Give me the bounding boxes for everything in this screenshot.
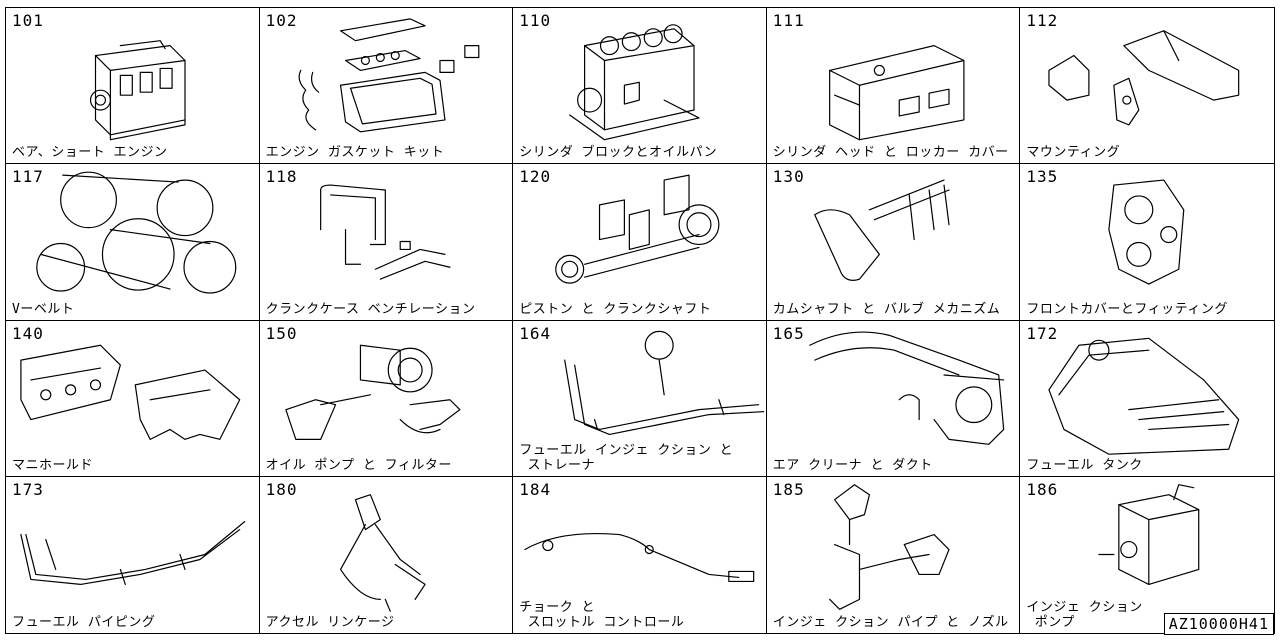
catalog-code: AZ10000H41 bbox=[1163, 613, 1274, 635]
manifold-icon bbox=[20, 344, 241, 440]
part-label: フューエル インジェ クション と ストレーナ bbox=[519, 442, 734, 473]
fuel-injection-strainer-icon bbox=[564, 330, 765, 435]
part-code: 102 bbox=[265, 11, 298, 30]
part-code: 118 bbox=[265, 167, 298, 187]
part-code: 185 bbox=[772, 479, 805, 499]
fuel-tank-icon bbox=[1048, 337, 1240, 455]
part-label: クランクケース ベンチレーション bbox=[265, 301, 476, 317]
part-code: 165 bbox=[772, 323, 805, 343]
accelerator-linkage-icon bbox=[339, 493, 426, 612]
part-label: ピストン と クランクシャフト bbox=[519, 301, 712, 317]
injection-nozzle-icon bbox=[828, 483, 950, 610]
part-code: 101 bbox=[12, 11, 44, 30]
part-cell-102[interactable]: 102 エンジン ガスケット キット bbox=[259, 8, 514, 165]
part-cell-135[interactable]: 135 フロントカバーとフィッティング bbox=[1020, 164, 1274, 321]
part-label: チョーク と スロットル コントロール bbox=[519, 600, 685, 630]
part-cell-150[interactable]: 150 オイル ポンプ と フィルター bbox=[259, 320, 514, 477]
part-cell-120[interactable]: 120 ピストン と クランクシャフト bbox=[513, 164, 767, 321]
cylinder-block-icon bbox=[569, 24, 700, 141]
part-code: 111 bbox=[772, 11, 805, 30]
part-cell-165[interactable]: 165 エア クリーナ と ダクト bbox=[766, 320, 1021, 477]
part-label: アクセル リンケージ bbox=[265, 615, 395, 630]
part-code: 172 bbox=[1026, 323, 1059, 343]
part-code: 112 bbox=[1026, 11, 1059, 30]
part-cell-173[interactable]: 173 フューエル パイピング bbox=[6, 476, 260, 633]
crankcase-ventilation-icon bbox=[319, 184, 451, 280]
part-cell-185[interactable]: 185 インジェ クション パイプ と ノズル bbox=[767, 476, 1021, 633]
part-code: 110 bbox=[519, 11, 552, 30]
part-cell-112[interactable]: 112 マウンティング bbox=[1020, 8, 1274, 165]
part-cell-172[interactable]: 172 フューエル タンク bbox=[1020, 321, 1274, 477]
part-label: シリンダ ブロックとオイルパン bbox=[519, 145, 718, 161]
part-label: エンジン ガスケット キット bbox=[265, 145, 445, 161]
part-cell-184[interactable]: 184 チョーク と スロットル コントロール bbox=[513, 476, 767, 633]
part-label: ベア、ショート エンジン bbox=[12, 145, 168, 161]
part-label: フロントカバーとフィッティング bbox=[1026, 301, 1228, 317]
cylinder-head-icon bbox=[828, 45, 965, 141]
part-cell-118[interactable]: 118 クランクケース ベンチレーション bbox=[259, 164, 514, 321]
part-label: エア クリーナ と ダクト bbox=[772, 457, 933, 473]
part-code: 120 bbox=[519, 167, 552, 187]
gasket-kit-icon bbox=[298, 18, 479, 133]
part-label: Vーベルト bbox=[12, 301, 75, 317]
part-label: フューエル パイピング bbox=[12, 615, 156, 630]
part-cell-164[interactable]: 164 フューエル インジェ クション と ストレーナ bbox=[513, 320, 767, 477]
part-code: 150 bbox=[265, 323, 298, 343]
part-label: オイル ポンプ と フィルター bbox=[265, 457, 452, 473]
part-label: インジェ クション ポンプ bbox=[1026, 600, 1143, 630]
part-cell-186[interactable]: 186 インジェ クション ポンプ bbox=[1020, 477, 1274, 633]
part-label: マウンティング bbox=[1026, 145, 1121, 161]
part-code: 164 bbox=[519, 323, 552, 343]
part-cell-180[interactable]: 180 アクセル リンケージ bbox=[260, 476, 514, 633]
parts-grid: 101 ベア、ショート エンジン 102 エンジン ガスケット キット 110 シリンダ … bbox=[5, 7, 1275, 634]
part-label: カムシャフト と バルブ メカニズム bbox=[772, 301, 1001, 317]
camshaft-valve-icon bbox=[813, 179, 950, 282]
part-label: フューエル タンク bbox=[1026, 457, 1143, 473]
part-cell-101[interactable]: 101 ベア、ショート エンジン bbox=[6, 8, 260, 165]
part-code: 117 bbox=[12, 167, 44, 187]
part-code: 180 bbox=[265, 479, 298, 499]
piston-crankshaft-icon bbox=[555, 174, 720, 284]
choke-throttle-icon bbox=[524, 532, 755, 582]
injection-pump-icon bbox=[1098, 483, 1200, 585]
part-cell-110[interactable]: 110 シリンダ ブロックとオイルパン bbox=[513, 8, 767, 165]
part-code: 130 bbox=[772, 167, 805, 187]
part-cell-111[interactable]: 111 シリンダ ヘッド と ロッカー カバー bbox=[766, 8, 1021, 165]
part-code: 135 bbox=[1026, 167, 1059, 187]
part-code: 173 bbox=[12, 479, 44, 499]
part-label: インジェ クション パイプ と ノズル bbox=[772, 615, 1009, 630]
part-label: シリンダ ヘッド と ロッカー カバー bbox=[772, 145, 1009, 161]
front-cover-icon bbox=[1108, 179, 1185, 285]
v-belt-icon bbox=[36, 171, 237, 294]
part-cell-140[interactable]: 140 マニホールド bbox=[6, 320, 260, 477]
oil-pump-filter-icon bbox=[284, 344, 461, 440]
fuel-piping-icon bbox=[20, 520, 246, 585]
part-code: 184 bbox=[519, 479, 552, 499]
engine-block-icon bbox=[89, 40, 186, 141]
part-code: 186 bbox=[1026, 479, 1059, 499]
mounting-icon bbox=[1048, 30, 1240, 126]
part-label: マニホールド bbox=[12, 457, 94, 473]
air-cleaner-icon bbox=[808, 330, 1005, 445]
part-code: 140 bbox=[12, 323, 44, 343]
part-cell-130[interactable]: 130 カムシャフト と バルブ メカニズム bbox=[766, 164, 1021, 321]
